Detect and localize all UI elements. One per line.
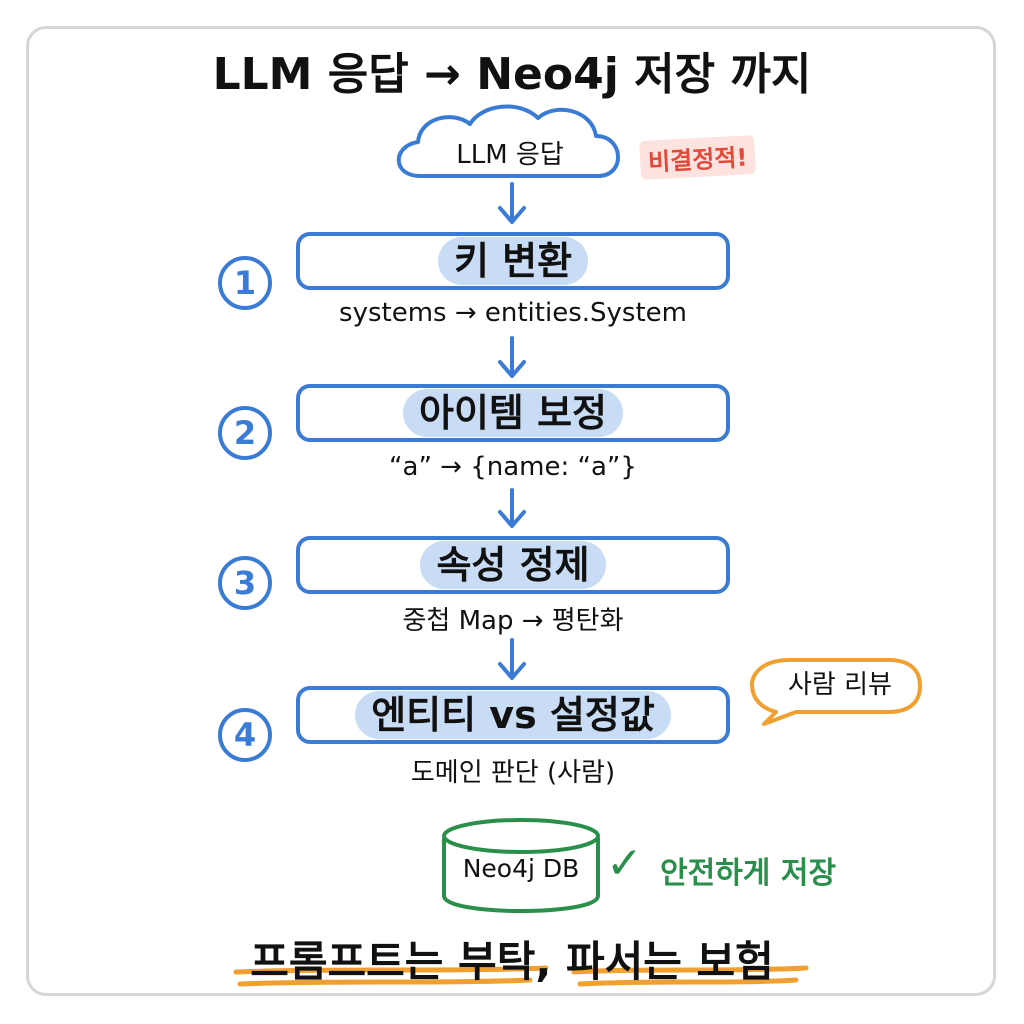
step-desc-4: 도메인 판단 (사람) [410, 758, 616, 788]
footer-slogan: 프롬프트는 부탁, 파서는 보험 [0, 928, 1024, 991]
arrow-1 [498, 182, 526, 224]
step-title-1: 키 변환 [437, 237, 589, 285]
neo4j-db-label: Neo4j DB [462, 854, 580, 883]
step-number-4: 4 [218, 708, 272, 762]
step-box-entity-vs-config: 엔티티 vs 설정값 [296, 686, 730, 744]
arrow-3 [498, 488, 526, 528]
arrow-2 [498, 336, 526, 378]
step-box-item-correction: 아이템 보정 [296, 384, 730, 442]
step-title-4: 엔티티 vs 설정값 [355, 691, 671, 739]
step-desc-2: “a” → {name: “a”} [389, 452, 637, 482]
flow-arrows [498, 182, 526, 680]
footer-separator: , [535, 937, 552, 986]
review-bubble-shape [750, 658, 922, 726]
database-shape [442, 818, 600, 913]
cloud-shape [396, 104, 620, 178]
step-title-3: 속성 정제 [420, 541, 606, 589]
human-review-label: 사람 리뷰 [788, 670, 892, 700]
arrow-4 [498, 638, 526, 680]
step-box-key-conversion: 키 변환 [296, 232, 730, 290]
checkmark-icon: ✓ [606, 838, 643, 889]
step-desc-1: systems → entities.System [339, 298, 687, 328]
step-title-2: 아이템 보정 [402, 389, 624, 437]
diagram-title: LLM 응답 → Neo4j 저장 까지 [212, 49, 812, 100]
step-number-3: 3 [218, 556, 272, 610]
step-number-1: 1 [218, 256, 272, 310]
footer-part-1: 프롬프트는 부탁 [250, 937, 536, 986]
footer-underlines [233, 965, 809, 987]
step-desc-3: 중첩 Map → 평탄화 [402, 606, 624, 636]
step-box-property-cleanup: 속성 정제 [296, 536, 730, 594]
step-number-2: 2 [218, 406, 272, 460]
nondeterministic-note: 비결정적! [639, 135, 757, 180]
footer-part-2: 파서는 보험 [565, 937, 774, 986]
llm-response-label: LLM 응답 [456, 140, 564, 170]
safe-save-note: 안전하게 저장 [660, 856, 837, 891]
